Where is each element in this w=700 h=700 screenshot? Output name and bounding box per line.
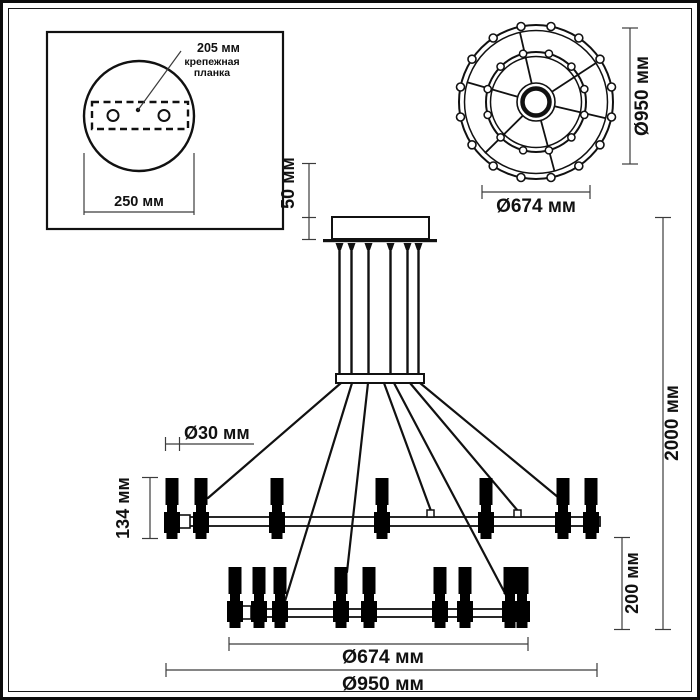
screw-hole-left [106, 109, 120, 122]
cable-mount-right [513, 509, 522, 518]
inner-ring-bulbs [483, 49, 589, 155]
outer-ring-bulbs [455, 21, 617, 183]
bar-bracket-upper [178, 514, 191, 529]
canopy-diameter-dimension: 250 мм [83, 153, 195, 215]
cable-mount-left [426, 509, 435, 518]
chandelier-side-view: 50 мм 2000 мм 200 мм 134 мм [113, 157, 683, 695]
inset-border [45, 30, 285, 231]
plate-name-line1: крепежная [184, 56, 239, 68]
canopy-top-view-circle [82, 59, 196, 173]
inner-ring-lamps [227, 567, 530, 628]
outer-ring-diameter-dimension: Ø950 мм [165, 663, 598, 695]
plate-name-line2: планка [194, 67, 230, 79]
inner-ring-diameter-label: Ø674 мм [342, 646, 424, 668]
canopy-height-label: 50 мм [278, 157, 298, 209]
lamp-diameter-label: Ø30 мм [184, 423, 250, 443]
outer-ring-diameter-label: Ø950 мм [342, 673, 424, 695]
canopy-diameter-label: 250 мм [114, 194, 164, 210]
screw-hole-right [157, 109, 171, 122]
top-view-outer-diameter-label: Ø950 мм [632, 56, 653, 136]
lamp-height-label: 134 мм [113, 477, 133, 539]
total-height-label: 2000 мм [662, 385, 683, 461]
lamp-height-dimension: 134 мм [113, 476, 158, 540]
chandelier-top-view: Ø950 мм Ø674 мм [455, 21, 653, 217]
rod-connectors [335, 243, 423, 250]
canopy-plate [323, 239, 437, 243]
outer-ring-outer-circle [458, 24, 614, 180]
top-view-inner-diameter-label: Ø674 мм [496, 196, 576, 217]
hub-bold-ring [520, 86, 552, 118]
outer-ring-lamps [164, 478, 599, 539]
leader-line [137, 50, 182, 111]
total-height-dimension: 2000 мм [655, 216, 683, 631]
mounting-plate-dashed-rect [90, 100, 190, 131]
hub-bar [335, 373, 425, 384]
inner-ring-inner-circle [489, 55, 583, 149]
canopy-height-dimension: 50 мм [278, 157, 316, 241]
suspension-cables [206, 381, 561, 603]
hub-outer-circle [516, 82, 556, 122]
inner-ring-diameter-dimension: Ø674 мм [228, 637, 529, 668]
lamp-diameter-dimension: Ø30 мм [164, 423, 254, 451]
ring-spacing-dimension: 200 мм [614, 536, 642, 631]
ring-spacing-label: 200 мм [622, 552, 642, 614]
top-view-inner-diameter-dimension: Ø674 мм [481, 185, 591, 217]
plate-width-label: 205 мм [197, 41, 240, 55]
ceiling-canopy [331, 216, 430, 240]
spokes [467, 32, 606, 172]
suspension-rods [338, 243, 420, 376]
inner-ring-outer-circle [485, 51, 587, 153]
outer-ring-inner-circle [463, 29, 609, 175]
top-view-outer-diameter-dimension: Ø950 мм [622, 27, 653, 165]
mounting-plate-inset: 205 мм крепежная планка 250 мм [45, 30, 285, 231]
